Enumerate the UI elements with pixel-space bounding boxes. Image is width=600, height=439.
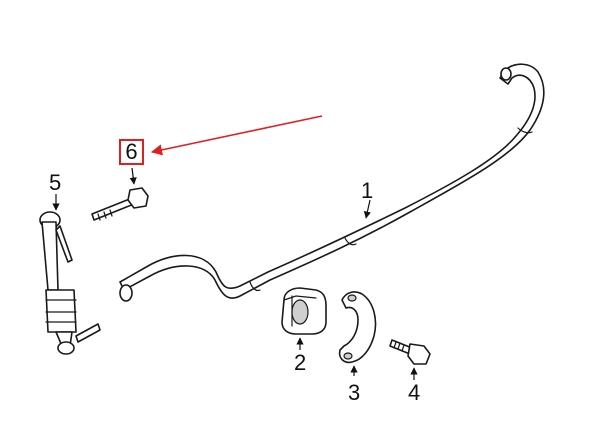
callout-4: 4 [408, 380, 421, 405]
callout-3: 3 [348, 380, 361, 405]
bracket [338, 291, 377, 364]
callout-1: 1 [361, 178, 374, 203]
callout-6: 6 [119, 139, 144, 165]
callout-5: 5 [49, 170, 62, 195]
bolt [389, 339, 431, 365]
bushing [281, 287, 327, 335]
stabilizer-link [39, 211, 101, 355]
stabilizer-bar [119, 63, 545, 302]
leader-lines [52, 167, 418, 380]
callout-2: 2 [294, 350, 307, 375]
highlight-arrow [150, 115, 323, 156]
link-bolt [91, 187, 149, 221]
